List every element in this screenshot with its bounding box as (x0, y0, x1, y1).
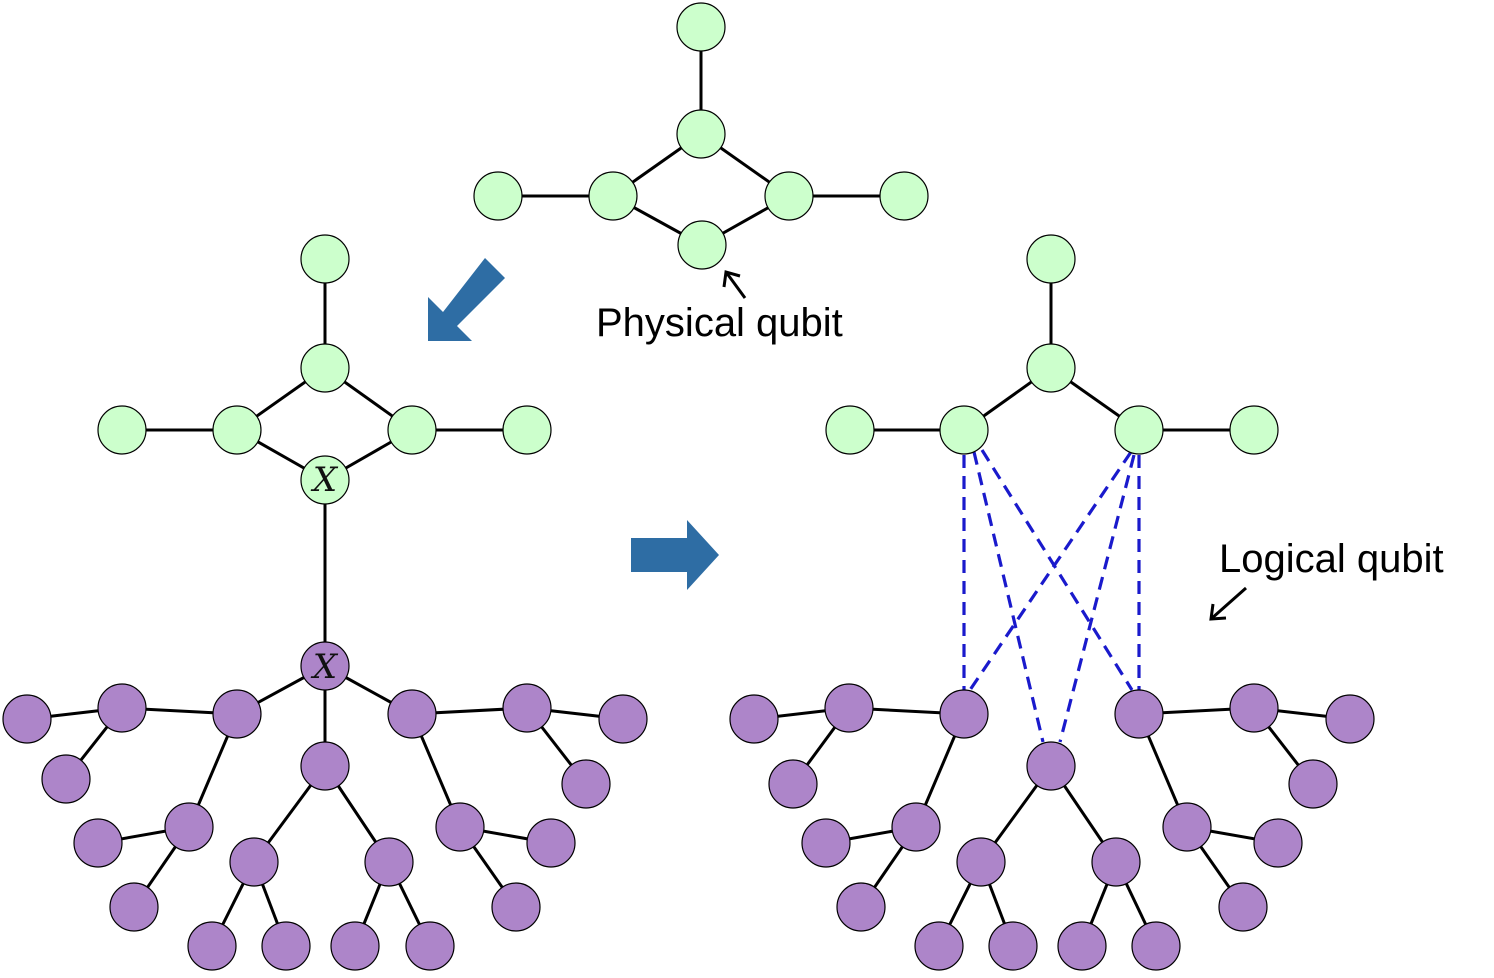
green-qubit-node-lD (387, 405, 437, 455)
green-qubit-node-lX (300, 455, 350, 505)
purple-qubit-node-rr (1114, 689, 1164, 739)
purple-qubit-node-e5 (1253, 818, 1303, 868)
graph-nodes (2, 2, 1375, 971)
green-qubit-node-t4 (473, 171, 523, 221)
purple-qubit-node-rl (939, 689, 989, 739)
purple-qubit-node-e4 (1162, 802, 1212, 852)
logical-qubit-connections (962, 449, 1141, 743)
purple-qubit-node-e6 (1218, 882, 1268, 932)
green-qubit-node-rD (1114, 405, 1164, 455)
purple-qubit-node-a2 (2, 694, 52, 744)
purple-qubit-node-c5 (330, 921, 380, 971)
green-qubit-node-t3 (764, 171, 814, 221)
dashed-connection-3 (968, 451, 1133, 691)
green-qubit-node-lE (97, 405, 147, 455)
purple-qubit-node-a6 (109, 882, 159, 932)
purple-qubit-node-rc (1026, 741, 1076, 791)
purple-qubit-node-e1 (1229, 683, 1279, 733)
purple-qubit-node-f2 (1091, 837, 1141, 887)
purple-qubit-node-b3 (561, 759, 611, 809)
green-qubit-node-rA (1026, 234, 1076, 284)
purple-qubit-node-a5 (73, 818, 123, 868)
purple-qubit-node-b4 (435, 802, 485, 852)
physical-qubit-pointer-arrow (722, 270, 747, 299)
green-qubit-node-t1 (676, 109, 726, 159)
purple-qubit-node-d6 (836, 882, 886, 932)
purple-qubit-node-c2 (364, 837, 414, 887)
dashed-connection-2 (980, 449, 1134, 691)
purple-qubit-node-d5 (801, 818, 851, 868)
purple-qubit-node-f3 (914, 921, 964, 971)
dashed-connection-4 (1058, 454, 1136, 743)
purple-qubit-node-d1 (824, 683, 874, 733)
purple-qubit-node-d4 (891, 802, 941, 852)
x-measurement-label-bottom: X (310, 647, 339, 687)
right-block-arrow (631, 520, 719, 590)
logical-qubit-pointer-arrow (1209, 586, 1247, 621)
purple-qubit-node-a1 (97, 683, 147, 733)
purple-qubit-node-lc (300, 741, 350, 791)
green-qubit-node-t2 (588, 171, 638, 221)
green-qubit-node-rE (825, 405, 875, 455)
purple-qubit-node-f4 (988, 921, 1038, 971)
green-qubit-node-t6 (677, 220, 727, 270)
purple-qubit-node-f6 (1131, 921, 1181, 971)
green-qubit-node-lB (300, 343, 350, 393)
purple-qubit-node-b5 (526, 818, 576, 868)
logical-qubit-label: Logical qubit (1219, 537, 1444, 581)
graph-edges (26, 27, 1351, 947)
purple-qubit-node-ll (212, 689, 262, 739)
purple-qubit-node-b1 (502, 683, 552, 733)
physical-qubit-label: Physical qubit (596, 301, 843, 345)
purple-qubit-node-f1 (956, 837, 1006, 887)
purple-qubit-node-d3 (768, 759, 818, 809)
purple-qubit-node-b2 (598, 694, 648, 744)
purple-qubit-node-e2 (1325, 694, 1375, 744)
dashed-connection-1 (972, 451, 1045, 743)
green-qubit-node-rF (1229, 405, 1279, 455)
purple-qubit-node-a4 (164, 802, 214, 852)
diagonal-block-arrow (428, 258, 505, 341)
purple-qubit-node-c3 (187, 921, 237, 971)
green-qubit-node-lA (300, 234, 350, 284)
purple-qubit-node-a3 (41, 754, 91, 804)
purple-qubit-node-f5 (1057, 921, 1107, 971)
purple-qubit-node-c6 (405, 921, 455, 971)
purple-qubit-node-lr (387, 689, 437, 739)
green-qubit-node-lF (502, 405, 552, 455)
green-qubit-node-t5 (879, 171, 929, 221)
purple-qubit-node-d2 (729, 694, 779, 744)
purple-qubit-node-c4 (261, 921, 311, 971)
green-qubit-node-lC (212, 405, 262, 455)
x-measurement-label-top: X (310, 460, 339, 500)
purple-qubit-node-e3 (1288, 759, 1338, 809)
purple-qubit-node-lP (300, 641, 350, 691)
green-qubit-node-t0 (676, 2, 726, 52)
green-qubit-node-rC (939, 405, 989, 455)
green-qubit-node-rB (1026, 343, 1076, 393)
purple-qubit-node-c1 (229, 837, 279, 887)
purple-qubit-node-b6 (491, 882, 541, 932)
